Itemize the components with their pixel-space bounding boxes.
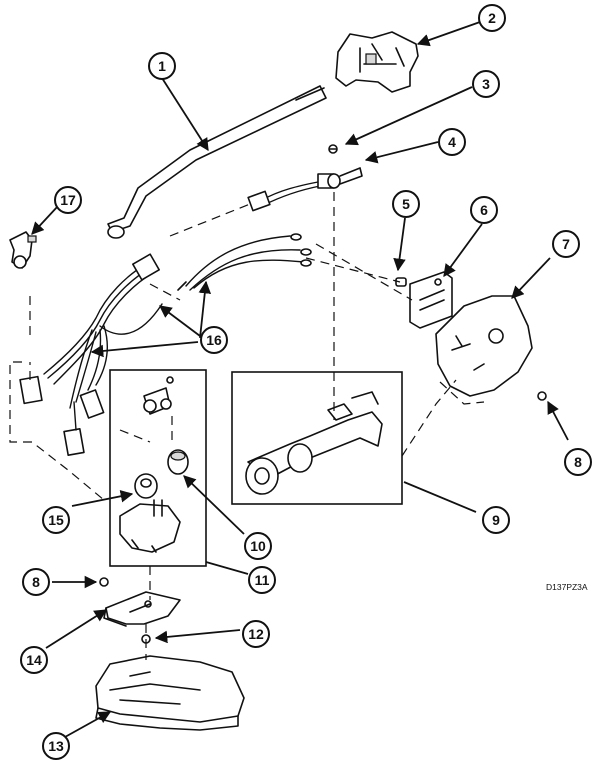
svg-text:13: 13 xyxy=(48,738,64,754)
svg-text:5: 5 xyxy=(402,196,410,212)
top-bracket-part xyxy=(335,31,419,93)
svg-text:9: 9 xyxy=(492,512,500,528)
svg-text:11: 11 xyxy=(255,572,270,588)
screw-8-right-part xyxy=(537,391,547,401)
callout-14: 14 xyxy=(20,646,48,674)
leader-lines xyxy=(31,21,569,743)
screw-8-left-part xyxy=(99,577,109,587)
clamp-part xyxy=(9,231,37,269)
svg-text:14: 14 xyxy=(26,652,42,668)
callout-10: 10 xyxy=(244,532,272,560)
assembly-dashed-lines xyxy=(9,192,485,660)
svg-text:7: 7 xyxy=(562,236,570,252)
svg-text:10: 10 xyxy=(250,538,266,554)
plate-part xyxy=(435,295,533,397)
sensor-box-part xyxy=(231,371,403,505)
svg-text:16: 16 xyxy=(206,332,222,348)
svg-text:6: 6 xyxy=(480,202,488,218)
callout-3: 3 xyxy=(472,70,500,98)
switch-bracket-part xyxy=(409,271,453,329)
callout-4: 4 xyxy=(438,128,466,156)
callout-2: 2 xyxy=(478,4,506,32)
tube-part xyxy=(107,85,327,239)
svg-text:17: 17 xyxy=(60,192,76,208)
svg-text:1: 1 xyxy=(158,58,166,74)
valve-box-part xyxy=(109,369,207,567)
callout-15: 15 xyxy=(42,506,70,534)
callout-1: 1 xyxy=(148,52,176,80)
wire-harness-part xyxy=(19,253,163,457)
callout-13: 13 xyxy=(42,732,70,760)
diagram-code-label: D137PZ3A xyxy=(546,582,588,592)
svg-text:15: 15 xyxy=(48,512,64,528)
connector-harness-part xyxy=(247,167,363,212)
svg-text:8: 8 xyxy=(32,574,40,590)
callout-16: 16 xyxy=(200,326,228,354)
screw-3-part xyxy=(328,144,338,154)
svg-text:12: 12 xyxy=(248,626,264,642)
callout-9: 9 xyxy=(482,506,510,534)
callout-5: 5 xyxy=(392,190,420,218)
housing-base-part xyxy=(95,655,245,731)
callout-8-left: 8 xyxy=(22,568,50,596)
callout-17: 17 xyxy=(54,186,82,214)
callout-8-right: 8 xyxy=(564,448,592,476)
svg-text:8: 8 xyxy=(574,454,582,470)
callout-6: 6 xyxy=(470,196,498,224)
callout-7: 7 xyxy=(552,230,580,258)
callout-11: 11 xyxy=(248,566,276,594)
svg-text:4: 4 xyxy=(448,134,456,150)
loose-wires-part xyxy=(177,233,312,291)
callout-12: 12 xyxy=(242,620,270,648)
svg-text:3: 3 xyxy=(482,76,490,92)
mount-bracket-part xyxy=(103,591,181,627)
clip-5-part xyxy=(395,277,407,287)
svg-text:2: 2 xyxy=(488,10,496,26)
